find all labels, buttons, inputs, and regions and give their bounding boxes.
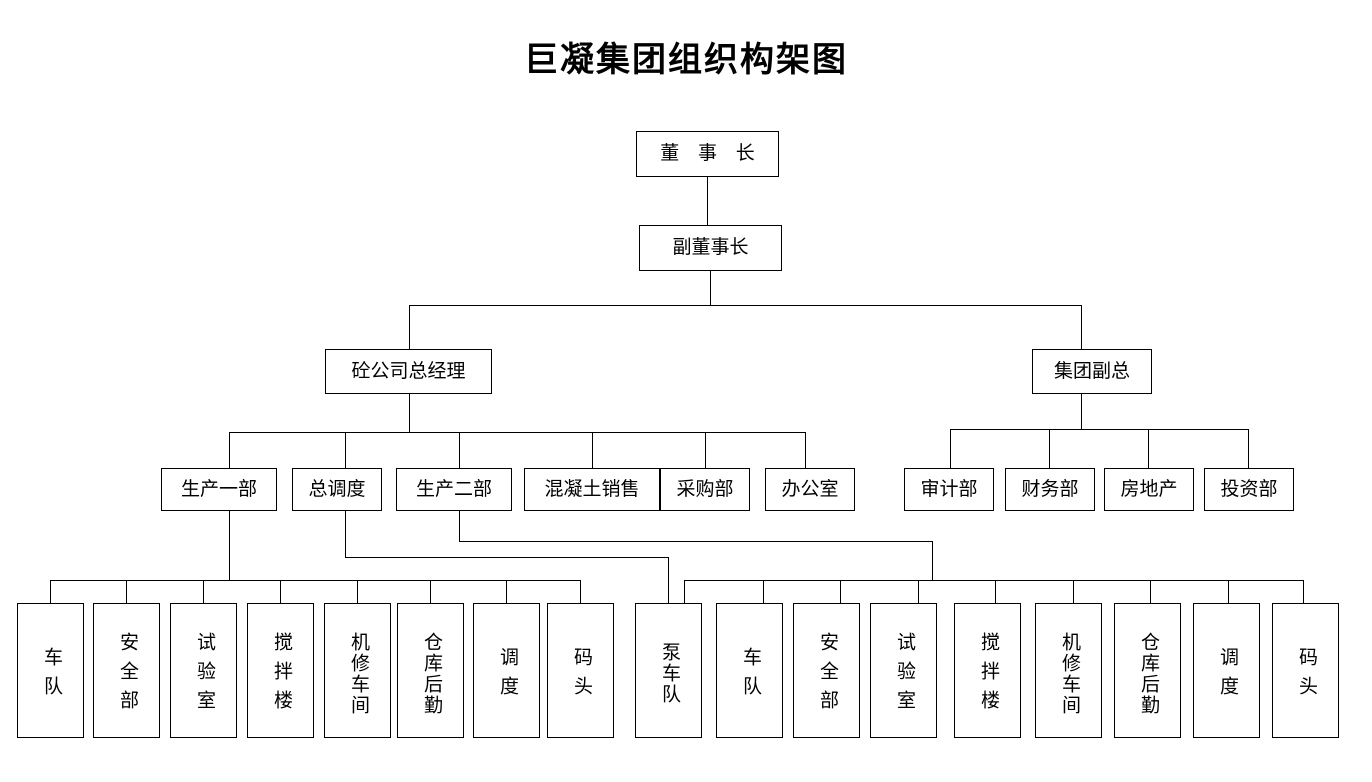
connector-dept-l1-down — [229, 511, 230, 580]
connector-unit-c6-riser — [1073, 580, 1074, 603]
node-dept-audit[interactable]: 审计部 — [904, 468, 994, 511]
node-unit-c-warehouse-logistics[interactable]: 仓库后勤 — [1114, 603, 1181, 738]
node-unit-c-lab[interactable]: 试验室 — [870, 603, 937, 738]
node-unit-c-machine-shop[interactable]: 机修车间 — [1035, 603, 1102, 738]
node-unit-a-lab[interactable]: 试验室 — [170, 603, 237, 738]
connector-bus-to-dept-l2 — [345, 432, 346, 468]
connector-bus-to-dept-l6 — [805, 432, 806, 468]
connector-dept-l3-drop — [932, 541, 933, 580]
connector-unit-c4-riser — [918, 580, 919, 603]
page-title: 巨凝集团组织构架图 — [524, 42, 848, 79]
connector-left-units-bus — [50, 580, 580, 581]
node-unit-c-dock[interactable]: 码头 — [1272, 603, 1339, 738]
connector-chairman-to-vice — [707, 177, 708, 225]
node-dept-purchasing[interactable]: 采购部 — [660, 468, 750, 511]
node-unit-a-warehouse-logistics[interactable]: 仓库后勤 — [397, 603, 464, 738]
connector-dept-l3-run — [459, 541, 932, 542]
node-dept-finance[interactable]: 财务部 — [1005, 468, 1095, 511]
connector-group-vp-down — [1081, 394, 1082, 429]
connector-unit-c5-riser — [995, 580, 996, 603]
connector-dept-l2-run — [345, 557, 668, 558]
connector-bus-to-dept-l1 — [229, 432, 230, 468]
connector-bus-to-group-vp — [1081, 305, 1082, 350]
connector-unit-c9-riser — [1303, 580, 1304, 603]
connector-left-dept-bus — [229, 432, 806, 433]
node-dept-office[interactable]: 办公室 — [765, 468, 855, 511]
node-dept-investment[interactable]: 投资部 — [1204, 468, 1294, 511]
node-group-vp[interactable]: 集团副总 — [1032, 349, 1152, 394]
node-unit-a-fleet[interactable]: 车队 — [17, 603, 84, 738]
node-unit-a-safety[interactable]: 安全部 — [93, 603, 160, 738]
connector-unit-c8-riser — [1228, 580, 1229, 603]
connector-unit-a4-riser — [280, 580, 281, 603]
connector-concrete-gm-down — [409, 394, 410, 432]
node-chairman[interactable]: 董 事 长 — [636, 131, 779, 177]
connector-bus-to-dept-r4 — [1248, 429, 1249, 468]
connector-unit-a8-riser — [580, 580, 581, 603]
connector-unit-a3-riser — [203, 580, 204, 603]
connector-unit-a2-riser — [126, 580, 127, 603]
node-dept-concrete-sales[interactable]: 混凝土销售 — [524, 468, 660, 511]
connector-dept-l2-to-pump — [668, 557, 669, 603]
node-dept-real-estate[interactable]: 房地产 — [1104, 468, 1194, 511]
node-unit-pump-fleet[interactable]: 泵车队 — [635, 603, 702, 738]
connector-level2-bus — [409, 305, 1082, 306]
connector-right-dept-bus — [950, 429, 1249, 430]
connector-bus-to-concrete-gm — [409, 305, 410, 350]
connector-unit-c1-riser — [684, 580, 685, 603]
connector-right-units-bus — [684, 580, 1304, 581]
node-unit-c-mixing-tower[interactable]: 搅拌楼 — [954, 603, 1021, 738]
connector-bus-to-dept-l3 — [459, 432, 460, 468]
node-concrete-gm[interactable]: 砼公司总经理 — [325, 349, 492, 394]
connector-unit-c3-riser — [840, 580, 841, 603]
node-unit-a-dispatch[interactable]: 调度 — [473, 603, 540, 738]
connector-dept-l3-down — [459, 511, 460, 541]
connector-bus-to-dept-r2 — [1049, 429, 1050, 468]
node-unit-a-machine-shop[interactable]: 机修车间 — [324, 603, 391, 738]
connector-bus-to-dept-l5 — [705, 432, 706, 468]
connector-bus-to-dept-r3 — [1148, 429, 1149, 468]
connector-unit-c7-riser — [1150, 580, 1151, 603]
node-dept-production-one[interactable]: 生产一部 — [161, 468, 277, 511]
node-unit-c-safety[interactable]: 安全部 — [793, 603, 860, 738]
connector-unit-a1-riser — [50, 580, 51, 603]
connector-bus-to-dept-r1 — [950, 429, 951, 468]
node-unit-a-mixing-tower[interactable]: 搅拌楼 — [247, 603, 314, 738]
node-unit-c-fleet[interactable]: 车队 — [716, 603, 783, 738]
node-unit-c-dispatch[interactable]: 调度 — [1193, 603, 1260, 738]
node-dept-general-dispatch[interactable]: 总调度 — [292, 468, 382, 511]
node-vice-chairman[interactable]: 副董事长 — [639, 225, 782, 271]
connector-bus-to-dept-l4 — [592, 432, 593, 468]
connector-unit-a5-riser — [357, 580, 358, 603]
connector-unit-a6-riser — [430, 580, 431, 603]
connector-unit-a7-riser — [506, 580, 507, 603]
node-dept-production-two[interactable]: 生产二部 — [396, 468, 512, 511]
connector-dept-l2-down — [345, 511, 346, 557]
node-unit-a-dock[interactable]: 码头 — [547, 603, 614, 738]
connector-unit-c2-riser — [763, 580, 764, 603]
connector-vice-down — [710, 270, 711, 305]
